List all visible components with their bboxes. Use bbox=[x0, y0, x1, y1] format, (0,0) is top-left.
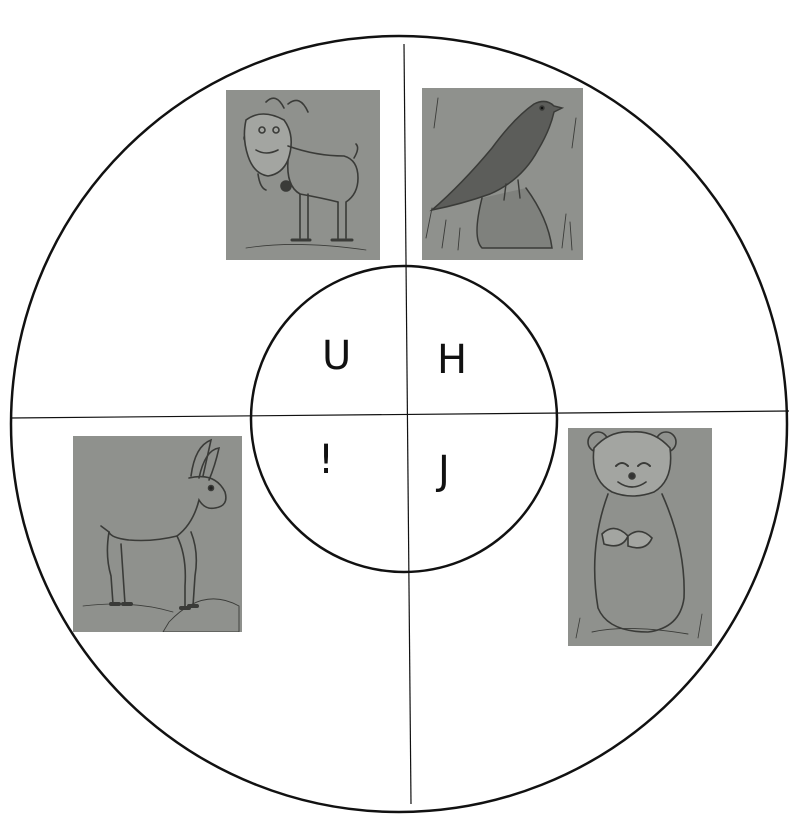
inner-circle bbox=[249, 264, 559, 574]
goat-with-bell-icon bbox=[243, 97, 367, 251]
bird-picture bbox=[422, 88, 583, 260]
marmot-picture bbox=[568, 428, 712, 646]
letter-top-left: U bbox=[322, 333, 352, 379]
marmot-icon bbox=[575, 431, 703, 639]
horizontal-divider bbox=[9, 410, 790, 419]
goat-with-bell-picture bbox=[226, 90, 380, 260]
outer-circle bbox=[9, 34, 789, 814]
ibex-picture bbox=[73, 436, 242, 632]
vertical-divider bbox=[403, 43, 412, 805]
letter-bottom-left: ! bbox=[318, 437, 335, 483]
ibex-icon bbox=[82, 438, 240, 632]
letter-top-right: H bbox=[437, 337, 468, 383]
letter-bottom-right: J bbox=[438, 448, 450, 494]
bird-icon bbox=[425, 97, 577, 251]
